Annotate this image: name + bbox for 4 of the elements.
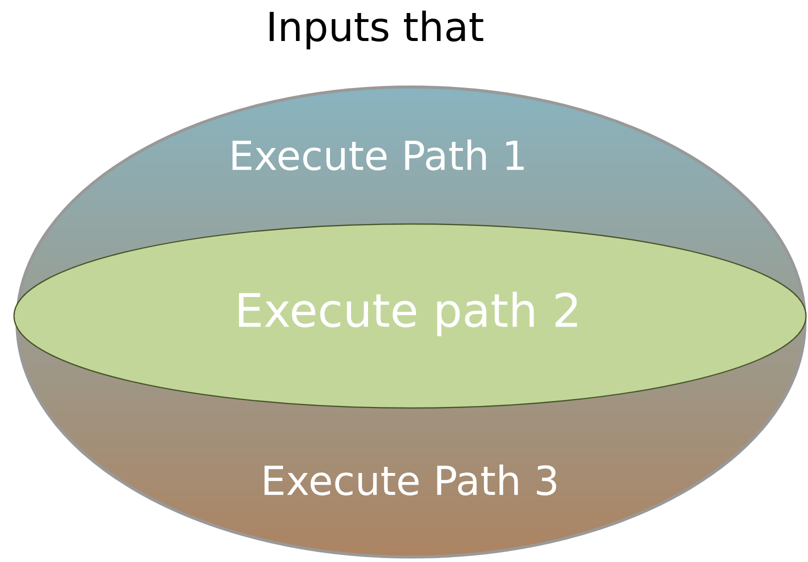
path-label: Execute Path 3 [264, 464, 556, 496]
path-label: Execute Path 1 [232, 140, 524, 170]
title: Inputs that [270, 10, 484, 50]
path-label: Execute path 2 [239, 292, 577, 336]
